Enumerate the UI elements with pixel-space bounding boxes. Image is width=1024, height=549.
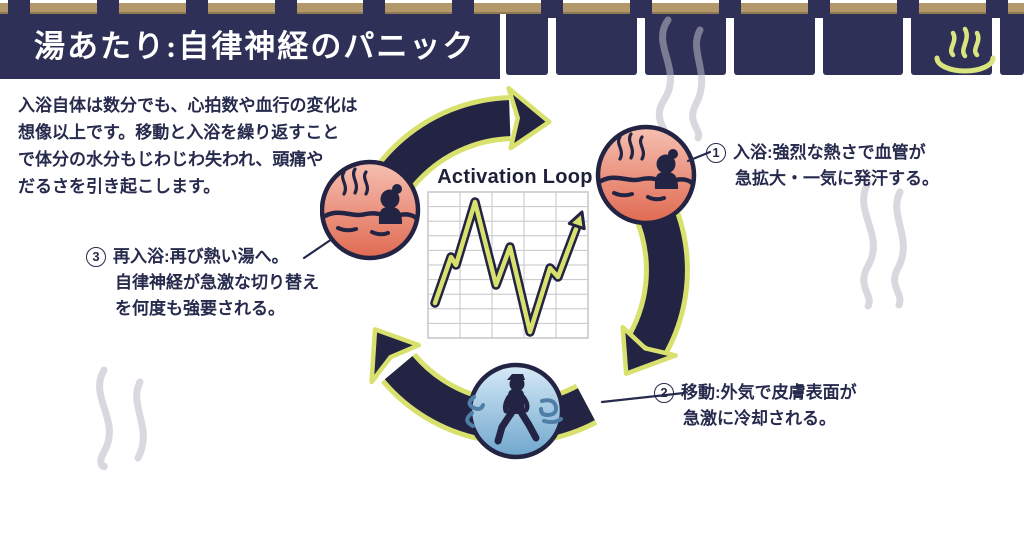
curtain-tab (630, 0, 652, 18)
curtain-tab (986, 0, 1008, 18)
walking-person (507, 374, 525, 414)
step-text: 急激に冷却される。 (683, 409, 836, 428)
curtain-panel (645, 14, 726, 75)
loop-title: Activation Loop (437, 166, 593, 188)
trend-zigzag-chart (427, 191, 589, 339)
step-text: 急拡大・一気に発汗する。 (735, 169, 939, 188)
curtain-panel (734, 14, 815, 75)
intro-line: だるさを引き起こします。 (18, 177, 221, 196)
steam-wisp (133, 378, 147, 462)
loop-arrowhead-left (369, 327, 422, 385)
step-label: 移動: (681, 383, 721, 402)
steam-wisp (860, 179, 877, 310)
step-2-moving: 2 移動:外気で皮膚表面が 急激に冷却される。 (654, 380, 857, 432)
intro-line: で体分の水分もじわじわ失われ、頭痛や (18, 150, 324, 169)
curtain-tab (897, 0, 919, 18)
wind-swirls (465, 395, 563, 428)
curtain-panel (823, 14, 903, 75)
intro-line: 想像以上です。移動と入浴を繰り返すこと (18, 123, 340, 142)
node-rebathing (320, 159, 421, 261)
intro-line: 入浴自体は数分でも、心拍数や血行の変化は (18, 96, 358, 115)
page-title: 湯あたり:自律神経のパニック (34, 29, 476, 64)
curtain-panel (506, 14, 548, 75)
loop-arrowhead-right (620, 324, 678, 376)
top-noren-banner: 湯あたり:自律神経のパニック (0, 0, 1024, 82)
title-curtain-panel (0, 14, 500, 79)
curtain-tab (8, 0, 30, 18)
steam-wisp (891, 188, 907, 309)
curtain-tab (719, 0, 741, 18)
curtain-tab (808, 0, 830, 18)
curtain-tab (97, 0, 119, 18)
curtain-tab (275, 0, 297, 18)
step-text: 再び熱い湯へ。 (169, 247, 289, 266)
onsen-icon (934, 26, 996, 74)
curtain-tab (452, 0, 474, 18)
loop-arrowhead-top (506, 85, 552, 151)
step-3-rebathing: 3 再入浴:再び熱い湯へ。 自律神経が急激な切り替え を何度も強要される。 (86, 244, 319, 322)
activation-loop-diagram (320, 85, 697, 460)
chart-arrowhead (567, 210, 586, 231)
step-number: 2 (654, 383, 674, 403)
step-number: 3 (86, 247, 106, 267)
step-1-bathing: 1 入浴:強烈な熱さで血管が 急拡大・一気に発汗する。 (706, 140, 939, 192)
step-text: を何度も強要される。 (115, 299, 285, 318)
node-walking (465, 362, 565, 460)
curtain-panel (1000, 14, 1024, 75)
bottom-noren-banner: 短時間の反復入浴こそが、極度の疲労・めまい・吐き気を引き起こす最大の原因です。 (0, 450, 1024, 549)
curtain-tab (541, 0, 563, 18)
curtain-tab (363, 0, 385, 18)
node-bathing (595, 124, 697, 226)
curtain-panel (556, 14, 637, 75)
intro-paragraph: 入浴自体は数分でも、心拍数や血行の変化は 想像以上です。移動と入浴を繰り返すこと… (18, 92, 358, 200)
step-text: 外気で皮膚表面が (720, 383, 857, 402)
step-label: 再入浴: (113, 247, 170, 266)
step-label: 入浴: (733, 143, 773, 162)
curtain-rod (0, 3, 1024, 14)
step-text: 強烈な熱さで血管が (772, 143, 926, 162)
step-number: 1 (706, 143, 726, 163)
step-text: 自律神経が急激な切り替え (115, 273, 319, 292)
curtain-tab (186, 0, 208, 18)
